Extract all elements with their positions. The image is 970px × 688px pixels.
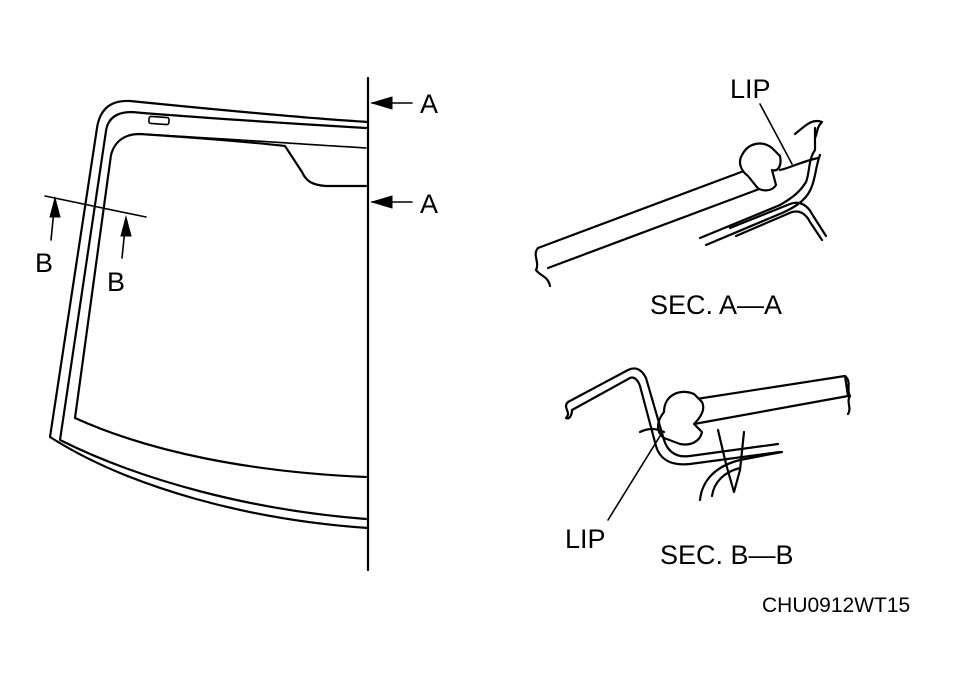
windshield-molding-line: [58, 110, 368, 521]
top-clip-slot: [148, 115, 170, 126]
windshield-visible-area: [73, 132, 368, 479]
section-a-lip-leader: [759, 103, 793, 165]
figure-code: CHU0912WT15: [762, 594, 910, 617]
windshield-outer-edge: [48, 99, 370, 530]
section-a-roof-panel: [793, 119, 824, 140]
section-b-seal: [638, 427, 666, 434]
section-b-pillar-panel: [566, 367, 780, 458]
section-b-cut-line: [44, 195, 147, 218]
section-a-body-panel-inner: [704, 153, 822, 247]
mirror-mount-outline: [139, 133, 367, 149]
section-b-lip-leader: [607, 435, 661, 521]
section-a-lip-label: LIP: [730, 74, 771, 104]
section-b-pillar-break: [564, 400, 574, 420]
windshield-front-view: A A B B: [35, 76, 438, 572]
section-a-molding: [738, 142, 782, 192]
section-label-a-bottom: A: [420, 189, 438, 219]
section-b-pillar-panel-inner: [570, 376, 782, 466]
section-a-glass-break: [534, 246, 552, 288]
section-b-molding: [656, 390, 705, 446]
section-a-glass: [536, 163, 772, 270]
section-b-glass: [688, 374, 850, 426]
section-a-roof-flange: [728, 201, 828, 242]
section-b-fastener: [716, 428, 746, 494]
section-b-title: SEC. B—B: [660, 540, 794, 570]
section-label-a-top: A: [420, 89, 438, 119]
section-b-reinforcement: [698, 450, 784, 502]
section-arrow-a-top: [370, 96, 413, 110]
section-a-seal: [778, 156, 820, 172]
section-arrow-b-outer: [49, 196, 61, 241]
section-b-glass-break: [843, 374, 852, 416]
section-arrow-b-inner: [120, 215, 132, 259]
section-label-b-outer: B: [35, 248, 53, 278]
section-b-detail: LIP SEC. B—B: [564, 367, 852, 570]
section-a-detail: LIP SEC. A—A: [534, 74, 828, 320]
section-label-b-inner: B: [107, 267, 125, 297]
section-a-body-panel: [698, 126, 817, 240]
section-a-title: SEC. A—A: [650, 290, 782, 320]
section-b-lip-label: LIP: [565, 524, 606, 554]
section-arrow-a-bottom: [370, 195, 413, 209]
